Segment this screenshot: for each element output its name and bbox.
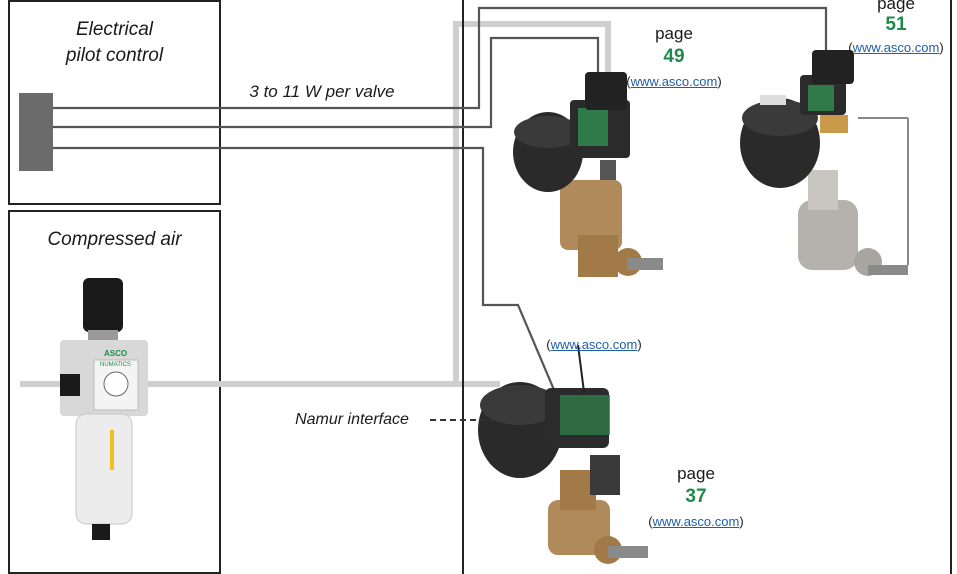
- pilot-terminal: [19, 93, 53, 171]
- valve-51-page-word: page: [877, 0, 915, 13]
- valve-37-page-number: 37: [685, 486, 707, 507]
- valve-51-link[interactable]: (www.asco.com): [848, 40, 944, 55]
- power-label: 3 to 11 W per valve: [249, 82, 395, 101]
- valve-37-page-word: page: [677, 464, 715, 483]
- valve-49-illustration: [513, 72, 663, 277]
- valve-49-page-number: 49: [663, 46, 685, 67]
- wires: [53, 6, 828, 405]
- valve-51-illustration: [740, 50, 909, 276]
- valve-37-illustration: [478, 344, 648, 564]
- valve-37-link[interactable]: (www.asco.com): [648, 514, 744, 529]
- namur-valve-link[interactable]: (www.asco.com): [546, 337, 642, 352]
- filter-brand-line1: ASCO: [104, 349, 127, 358]
- valve-49-link[interactable]: (www.asco.com): [626, 74, 722, 89]
- pilot-title-line1: Electrical: [75, 19, 154, 40]
- pilot-title-line2: pilot control: [65, 45, 164, 66]
- valve-49-page-word: page: [655, 24, 693, 43]
- valve-51-page-number: 51: [885, 14, 907, 35]
- valve-51-link-text[interactable]: www.asco.com: [852, 40, 940, 55]
- filter-brand-line2: NUMATICS: [100, 362, 131, 368]
- valve-37-link-text[interactable]: www.asco.com: [652, 514, 740, 529]
- filter-regulator-illustration: ASCO NUMATICS: [60, 278, 148, 540]
- namur-label: Namur interface: [295, 411, 409, 428]
- valve-49-link-text[interactable]: www.asco.com: [630, 74, 718, 89]
- compressed-air-title: Compressed air: [47, 229, 182, 250]
- namur-valve-link-text[interactable]: www.asco.com: [550, 337, 638, 352]
